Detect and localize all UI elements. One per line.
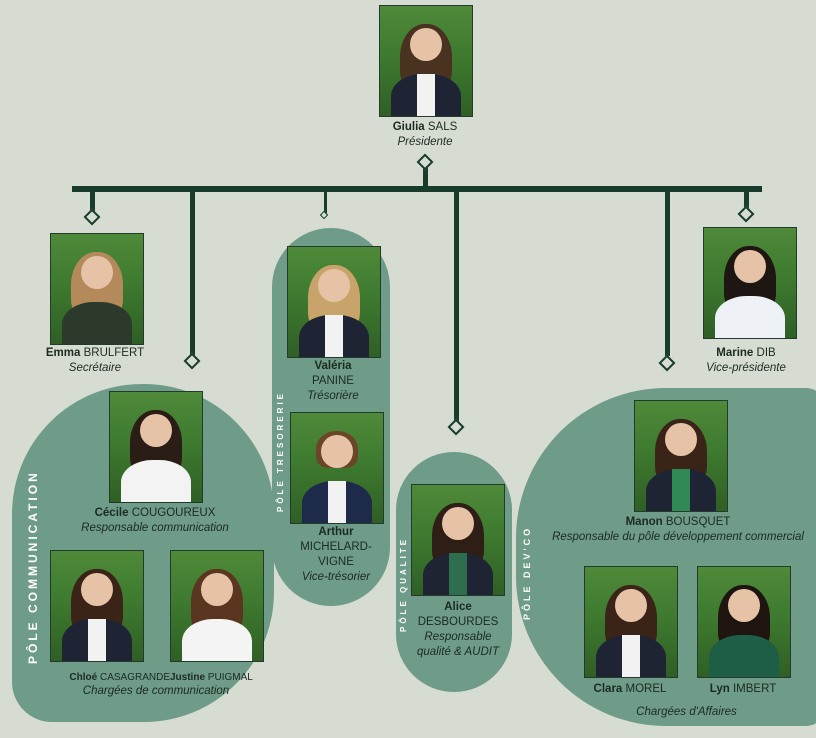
qualite-lead-last: DESBOURDES: [417, 616, 499, 628]
communication-member1-caption: Chloé CASAGRANDE: [58, 670, 170, 685]
diamond-communication: [183, 352, 201, 370]
devco-members-role: Chargées d'Affaires: [584, 705, 789, 720]
vice-president-photo: [703, 227, 797, 339]
qualite-lead-role: Responsable qualité & AUDIT: [416, 631, 500, 658]
branch-vice-president: [744, 190, 749, 210]
devco-member2-last: IMBERT: [732, 683, 777, 695]
secretary-role: Secrétaire: [68, 362, 122, 374]
devco-member2-caption: Lyn IMBERT: [697, 682, 789, 697]
devco-member1-caption: Clara MOREL: [584, 682, 676, 697]
communication-members-role: Chargées de communication: [50, 684, 262, 699]
pole-devco-label: PÔLE DEV'CO: [522, 525, 532, 620]
secretary-first: Emma: [45, 347, 81, 359]
communication-lead-caption: Cécile COUGOUREUX Responsable communicat…: [60, 506, 250, 536]
devco-lead-caption: Manon BOUSQUET Responsable du pôle dével…: [540, 515, 816, 545]
branch-tresorerie: [324, 190, 327, 214]
president-last: SALS: [427, 121, 458, 133]
president-photo: [379, 5, 473, 117]
communication-member1-first: Chloé: [69, 672, 98, 683]
devco-members-role-text: Chargées d'Affaires: [636, 706, 737, 718]
diamond-qualite: [447, 418, 465, 436]
treasurer-last: PANINE: [312, 375, 354, 387]
treasurer-role: Trésorière: [307, 390, 359, 402]
treasurer-photo: [287, 246, 381, 358]
communication-member2-photo: [170, 550, 264, 662]
vice-president-caption: Marine DIB Vice-présidente: [676, 346, 816, 376]
branch-devco: [665, 190, 670, 356]
president-first: Giulia: [392, 121, 425, 133]
communication-member1-last: CASAGRANDE: [99, 672, 170, 683]
devco-member2-photo: [697, 566, 791, 678]
communication-member1-photo: [50, 550, 144, 662]
vice-treasurer-caption: Arthur MICHELARD-VIGNE Vice-trésorier: [286, 525, 386, 585]
vice-treasurer-role: Vice-trésorier: [301, 571, 371, 583]
devco-member1-first: Clara: [593, 683, 623, 695]
vice-president-last: DIB: [756, 347, 776, 359]
communication-members-role-text: Chargées de communication: [82, 685, 230, 697]
president-stem: [423, 160, 428, 188]
devco-member1-photo: [584, 566, 678, 678]
pole-tresorerie-label: PÔLE TRESORERIE: [276, 390, 285, 512]
devco-member1-last: MOREL: [625, 683, 667, 695]
diamond-secretary: [83, 208, 101, 226]
secretary-photo: [50, 233, 144, 345]
communication-lead-role: Responsable communication: [81, 522, 229, 534]
communication-lead-first: Cécile: [94, 507, 129, 519]
devco-member2-first: Lyn: [709, 683, 730, 695]
communication-lead-photo: [109, 391, 203, 503]
branch-secretary: [90, 190, 95, 212]
qualite-lead-photo: [411, 484, 505, 596]
branch-communication: [190, 190, 195, 356]
communication-member2-caption: Justine PUIGMAL: [170, 670, 262, 685]
president-diamond: [416, 153, 434, 171]
secretary-last: BRULFERT: [83, 347, 145, 359]
devco-lead-last: BOUSQUET: [665, 516, 731, 528]
treasurer-first: Valéria: [314, 360, 352, 372]
qualite-lead-caption: Alice DESBOURDES Responsable qualité & A…: [408, 600, 508, 660]
pole-qualite-label: PÔLE QUALITE: [399, 536, 408, 632]
vice-president-role: Vice-présidente: [706, 362, 786, 374]
treasurer-caption: Valéria PANINE Trésorière: [290, 359, 376, 404]
president-role: Présidente: [397, 136, 453, 148]
diamond-devco: [658, 354, 676, 372]
devco-lead-role: Responsable du pôle développement commer…: [552, 531, 804, 543]
diamond-vice-president: [737, 205, 755, 223]
pole-communication-label: PÔLE COMMUNICATION: [26, 470, 40, 664]
communication-member2-last: PUIGMAL: [207, 672, 253, 683]
secretary-caption: Emma BRULFERT Secrétaire: [20, 346, 170, 376]
main-horizontal-line: [72, 186, 762, 192]
president-caption: Giulia SALS Présidente: [340, 120, 510, 150]
vice-president-first: Marine: [716, 347, 754, 359]
devco-lead-photo: [634, 400, 728, 512]
devco-lead-first: Manon: [625, 516, 663, 528]
vice-treasurer-last: MICHELARD-VIGNE: [300, 541, 372, 568]
communication-lead-last: COUGOUREUX: [131, 507, 216, 519]
vice-treasurer-photo: [290, 412, 384, 524]
branch-qualite: [454, 190, 459, 422]
communication-member2-first: Justine: [170, 672, 206, 683]
vice-treasurer-first: Arthur: [318, 526, 354, 538]
qualite-lead-first: Alice: [444, 601, 472, 613]
